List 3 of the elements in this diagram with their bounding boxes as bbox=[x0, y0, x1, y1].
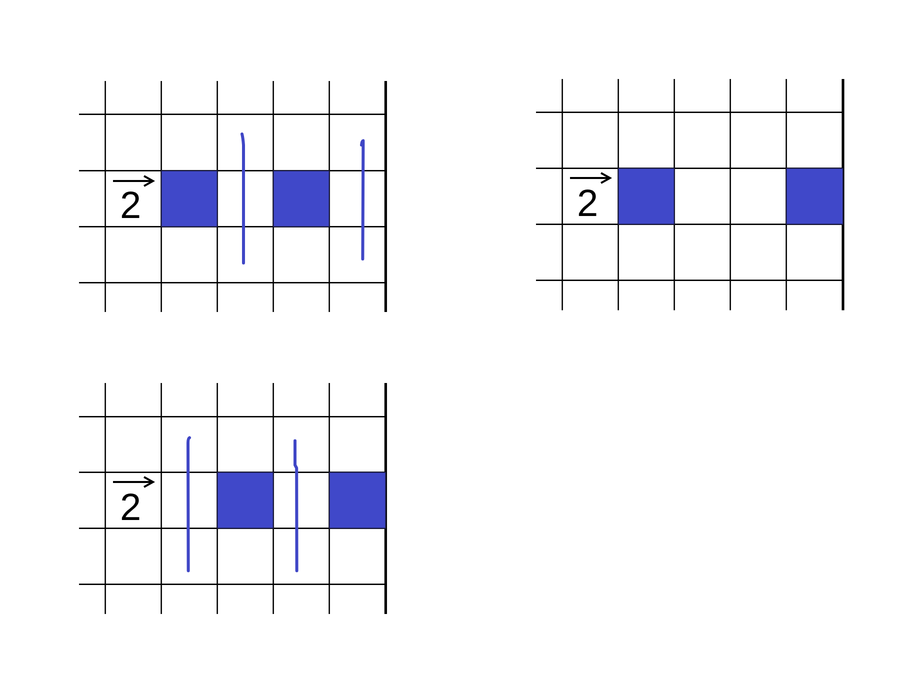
vector-label: 2 bbox=[120, 488, 142, 527]
vector-label: 2 bbox=[120, 186, 142, 225]
vector-label: 2 bbox=[577, 184, 598, 223]
